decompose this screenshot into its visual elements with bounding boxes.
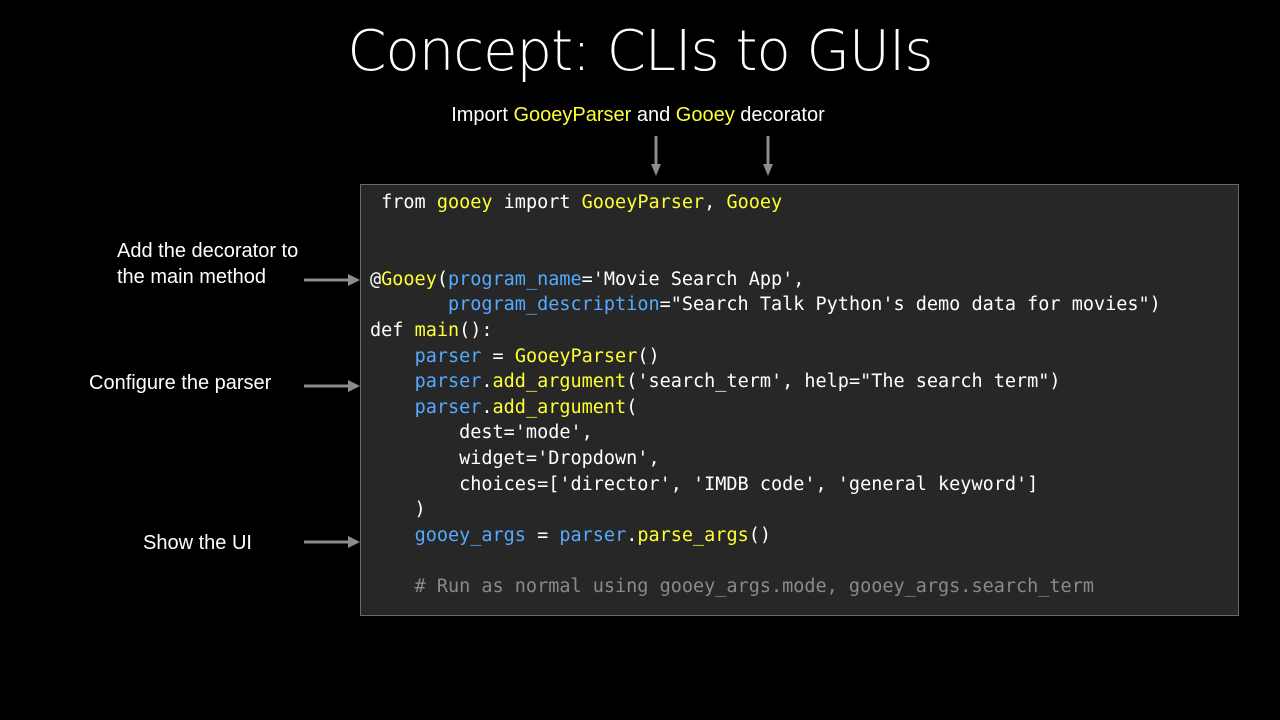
code-line: parser.add_argument( bbox=[370, 395, 1161, 421]
code-line: program_description="Search Talk Python'… bbox=[370, 292, 1161, 318]
code-line: ) bbox=[370, 497, 1161, 523]
code-token: parse_args bbox=[637, 524, 749, 546]
code-block: from gooey import GooeyParser, Gooey@Goo… bbox=[370, 190, 1161, 600]
code-token bbox=[370, 294, 448, 315]
code-token: choices=['director', 'IMDB code', 'gener… bbox=[370, 473, 1039, 495]
import-caption-middle: and bbox=[631, 104, 676, 126]
code-token: dest='mode', bbox=[370, 422, 593, 444]
code-token: ='Movie Search App', bbox=[581, 268, 805, 290]
code-token: ="Search Talk Python's demo data for mov… bbox=[659, 294, 1161, 316]
code-token: gooey bbox=[436, 192, 493, 213]
code-token: ) bbox=[370, 499, 426, 521]
code-token: . bbox=[626, 524, 638, 546]
code-token: @ bbox=[370, 268, 382, 290]
arrow-right-icon bbox=[304, 536, 360, 548]
code-line: @Gooey(program_name='Movie Search App', bbox=[370, 267, 1161, 293]
arrow-right-icon bbox=[304, 380, 360, 392]
code-token: . bbox=[481, 396, 493, 418]
code-token: ( bbox=[436, 268, 448, 290]
code-token: = bbox=[525, 524, 560, 546]
show-ui-label: Show the UI bbox=[143, 532, 252, 554]
code-token: GooeyParser bbox=[514, 345, 638, 367]
code-token: gooey_args bbox=[414, 524, 526, 546]
code-token: GooeyParser bbox=[581, 192, 705, 213]
code-line: from gooey import GooeyParser, Gooey bbox=[370, 190, 1161, 216]
import-caption-prefix: Import bbox=[451, 104, 514, 126]
code-token: parser bbox=[414, 371, 482, 393]
code-token: widget='Dropdown', bbox=[370, 447, 660, 469]
code-line: gooey_args = parser.parse_args() bbox=[370, 523, 1161, 549]
configure-label: Configure the parser bbox=[89, 372, 272, 394]
code-line: def main(): bbox=[370, 318, 1161, 344]
code-line bbox=[370, 241, 1161, 267]
code-token: ( bbox=[626, 396, 638, 418]
code-line: widget='Dropdown', bbox=[370, 446, 1161, 472]
code-token bbox=[370, 371, 415, 392]
code-line: parser.add_argument('search_term', help=… bbox=[370, 369, 1161, 395]
code-token: parser bbox=[414, 396, 482, 418]
arrow-down-icon bbox=[763, 136, 773, 176]
code-line bbox=[370, 216, 1161, 242]
code-token: main bbox=[414, 319, 460, 341]
code-token: add_argument bbox=[492, 396, 627, 418]
import-caption-gooey: Gooey bbox=[675, 104, 735, 126]
code-token: () bbox=[748, 524, 772, 546]
code-token: ('search_term', help="The search term") bbox=[626, 371, 1061, 393]
code-token: . bbox=[481, 371, 493, 393]
code-token: from bbox=[370, 192, 437, 213]
decorator-label-line2: the main method bbox=[117, 266, 266, 288]
code-token: import bbox=[492, 192, 582, 213]
code-panel: from gooey import GooeyParser, Gooey@Goo… bbox=[360, 184, 1239, 616]
code-line: # Run as normal using gooey_args.mode, g… bbox=[370, 574, 1161, 600]
code-token: () bbox=[637, 345, 660, 367]
code-token: (): bbox=[459, 319, 493, 341]
code-line bbox=[370, 548, 1161, 574]
code-token: add_argument bbox=[492, 371, 627, 393]
arrow-right-icon bbox=[304, 274, 360, 286]
code-line: parser = GooeyParser() bbox=[370, 344, 1161, 370]
code-token: program_description bbox=[447, 294, 660, 316]
import-caption-gooeyparser: GooeyParser bbox=[513, 104, 632, 126]
code-token: parser bbox=[559, 524, 627, 546]
decorator-label: Add the decorator to the main method bbox=[117, 238, 298, 290]
code-line: choices=['director', 'IMDB code', 'gener… bbox=[370, 472, 1161, 498]
code-line: dest='mode', bbox=[370, 420, 1161, 446]
slide-title: Concept: CLIs to GUIs bbox=[347, 19, 933, 84]
code-token: # Run as normal using gooey_args.mode, g… bbox=[370, 575, 1094, 597]
code-token: , bbox=[704, 192, 727, 213]
code-token: parser bbox=[414, 345, 482, 367]
code-token bbox=[370, 346, 415, 367]
code-token bbox=[370, 525, 415, 546]
import-caption: Import GooeyParser and Gooey decorator bbox=[0, 102, 1276, 128]
code-token bbox=[370, 397, 415, 418]
decorator-label-line1: Add the decorator to bbox=[117, 240, 299, 262]
code-token: program_name bbox=[447, 268, 582, 290]
code-token: Gooey bbox=[381, 268, 437, 290]
code-token: = bbox=[481, 345, 515, 367]
code-token: def bbox=[370, 319, 415, 341]
import-caption-suffix: decorator bbox=[734, 104, 825, 126]
code-token: Gooey bbox=[726, 192, 783, 213]
arrow-down-icon bbox=[651, 136, 661, 176]
